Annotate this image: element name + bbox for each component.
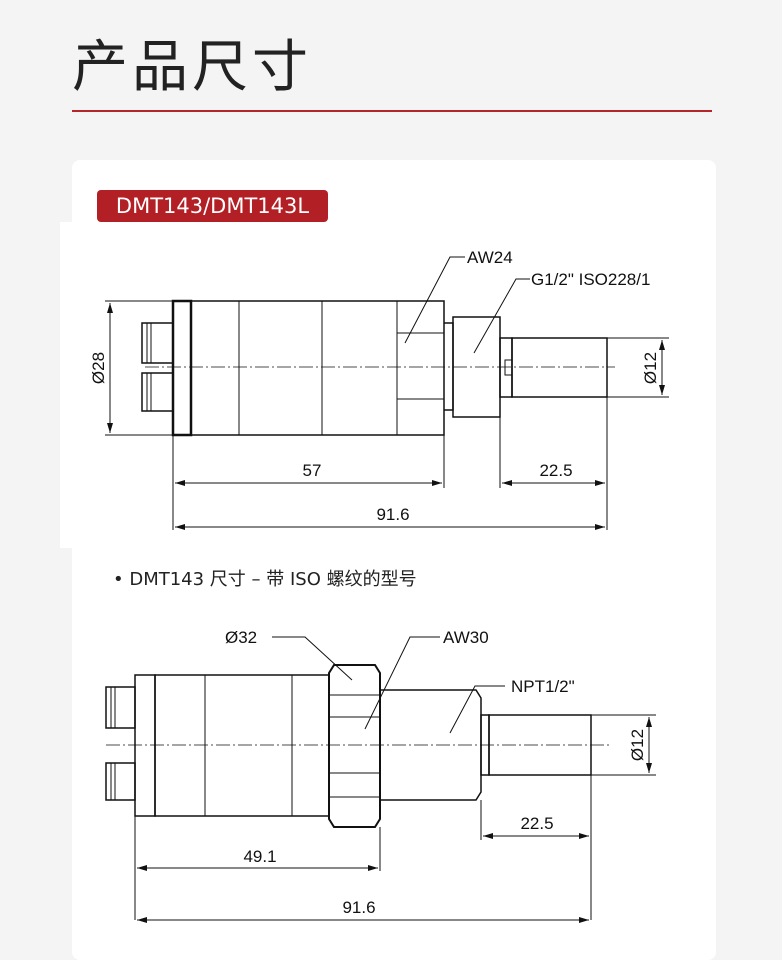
title-divider [72, 110, 712, 112]
label-probe-diameter: Ø12 [628, 729, 647, 761]
drawing2 [105, 636, 656, 923]
drawing2-caption: • DMT143 尺寸 – 带 ISO 螺纹的型号 [113, 569, 417, 590]
label-body-diameter: Ø28 [89, 352, 108, 384]
label-aw30: AW30 [443, 628, 489, 647]
probe-neck [499, 337, 513, 398]
label-probe-diameter: Ø12 [641, 352, 660, 384]
dim-57: 57 [303, 461, 322, 480]
model-badge: DMT143/DMT143L [97, 190, 328, 222]
probe [511, 337, 608, 398]
hex-nut [328, 664, 381, 828]
drawing1 [105, 256, 669, 530]
housing [190, 300, 445, 436]
dim-91-6: 91.6 [376, 505, 409, 524]
dim-91-6: 91.6 [342, 898, 375, 917]
connector-bottom [105, 762, 136, 801]
label-thread: G1/2" ISO228/1 [531, 270, 650, 289]
flange [171, 299, 193, 437]
housing [154, 674, 330, 817]
label-nut-diameter: Ø32 [225, 628, 257, 647]
label-npt: NPT1/2" [511, 677, 575, 696]
page-title: 产品尺寸 [72, 35, 312, 100]
dim-49-1: 49.1 [243, 847, 276, 866]
connector-top [105, 686, 136, 729]
dim-22-5: 22.5 [539, 461, 572, 480]
dim-22-5: 22.5 [520, 814, 553, 833]
npt-thread [379, 689, 482, 801]
flange [134, 674, 156, 817]
label-aw24: AW24 [467, 248, 513, 267]
